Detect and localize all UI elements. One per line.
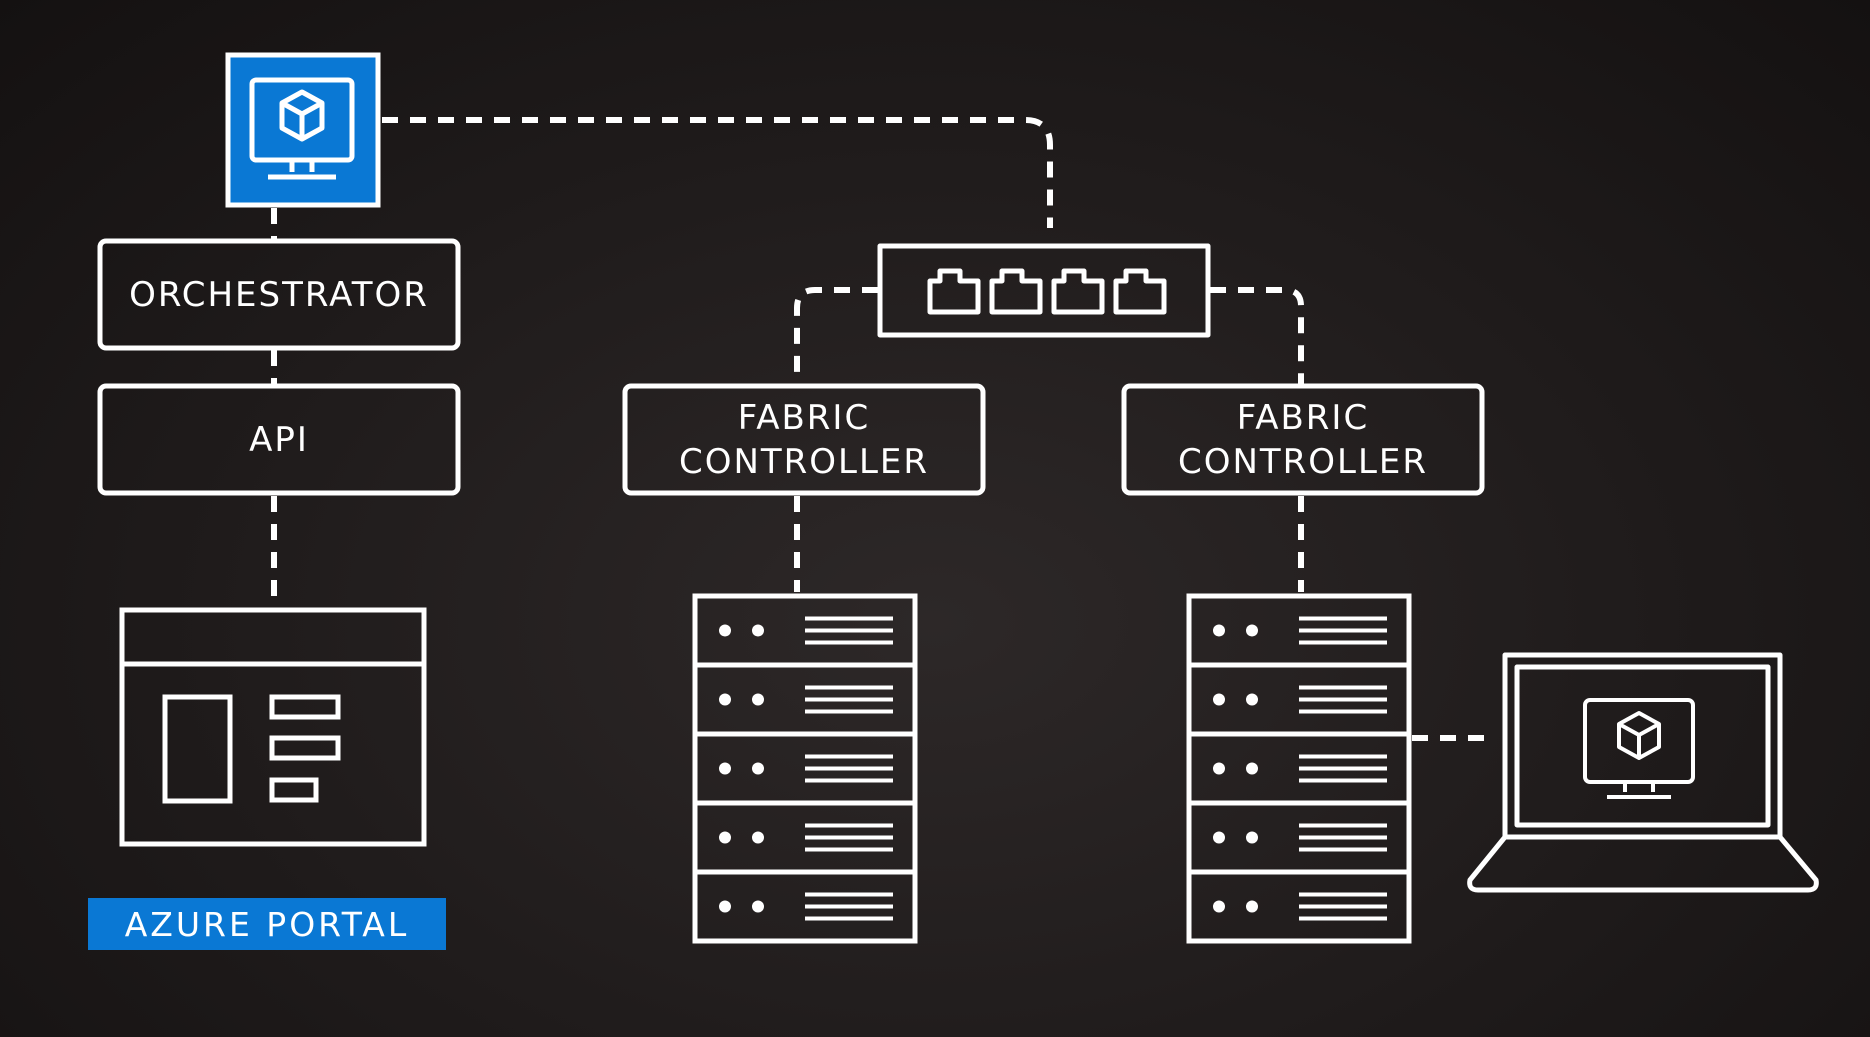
portal-window-icon	[119, 607, 427, 847]
connector-vm-to-switch	[382, 117, 1053, 228]
laptop-vm-monitor-icon	[1583, 698, 1695, 799]
server-led	[1246, 624, 1258, 637]
server-led	[719, 900, 731, 913]
server-led	[719, 831, 731, 844]
server-led	[719, 624, 731, 637]
fabric-controller-left-box	[622, 383, 986, 496]
server-led	[752, 762, 764, 775]
server-led	[1213, 831, 1225, 844]
server-led	[1246, 693, 1258, 706]
server-led	[1246, 762, 1258, 775]
server-led	[1213, 900, 1225, 913]
server-led	[719, 693, 731, 706]
fabric-controller-right-label: FABRIC CONTROLLER	[1177, 397, 1429, 482]
connectors	[271, 117, 1490, 741]
server-led	[1213, 693, 1225, 706]
orchestrator-box	[97, 238, 461, 351]
server-led	[752, 624, 764, 637]
api-label: API	[249, 419, 309, 460]
fabric-controller-left-label: FABRIC CONTROLLER	[678, 397, 930, 482]
server-led	[752, 693, 764, 706]
server-led	[1213, 762, 1225, 775]
rack-frame	[692, 593, 918, 944]
server-led	[1246, 900, 1258, 913]
server-led	[752, 831, 764, 844]
fabric-controller-right-box	[1121, 383, 1485, 496]
server-led	[1213, 624, 1225, 637]
network-switch-icon	[877, 243, 1211, 338]
connector-switch-to-fabric-left	[794, 287, 878, 384]
laptop-vm-icon	[1467, 652, 1819, 893]
azure-portal-badge: AZURE PORTAL	[88, 898, 446, 950]
rack-frame	[1186, 593, 1412, 944]
server-rack-left	[692, 593, 918, 944]
vm-tile	[225, 52, 381, 208]
server-led	[1246, 831, 1258, 844]
server-led	[752, 900, 764, 913]
api-box	[97, 383, 461, 496]
connector-switch-to-fabric-right	[1210, 287, 1304, 384]
orchestrator-label: ORCHESTRATOR	[129, 274, 429, 315]
server-rack-right	[1186, 593, 1412, 944]
vm-monitor-cube-icon	[249, 77, 355, 180]
server-led	[719, 762, 731, 775]
